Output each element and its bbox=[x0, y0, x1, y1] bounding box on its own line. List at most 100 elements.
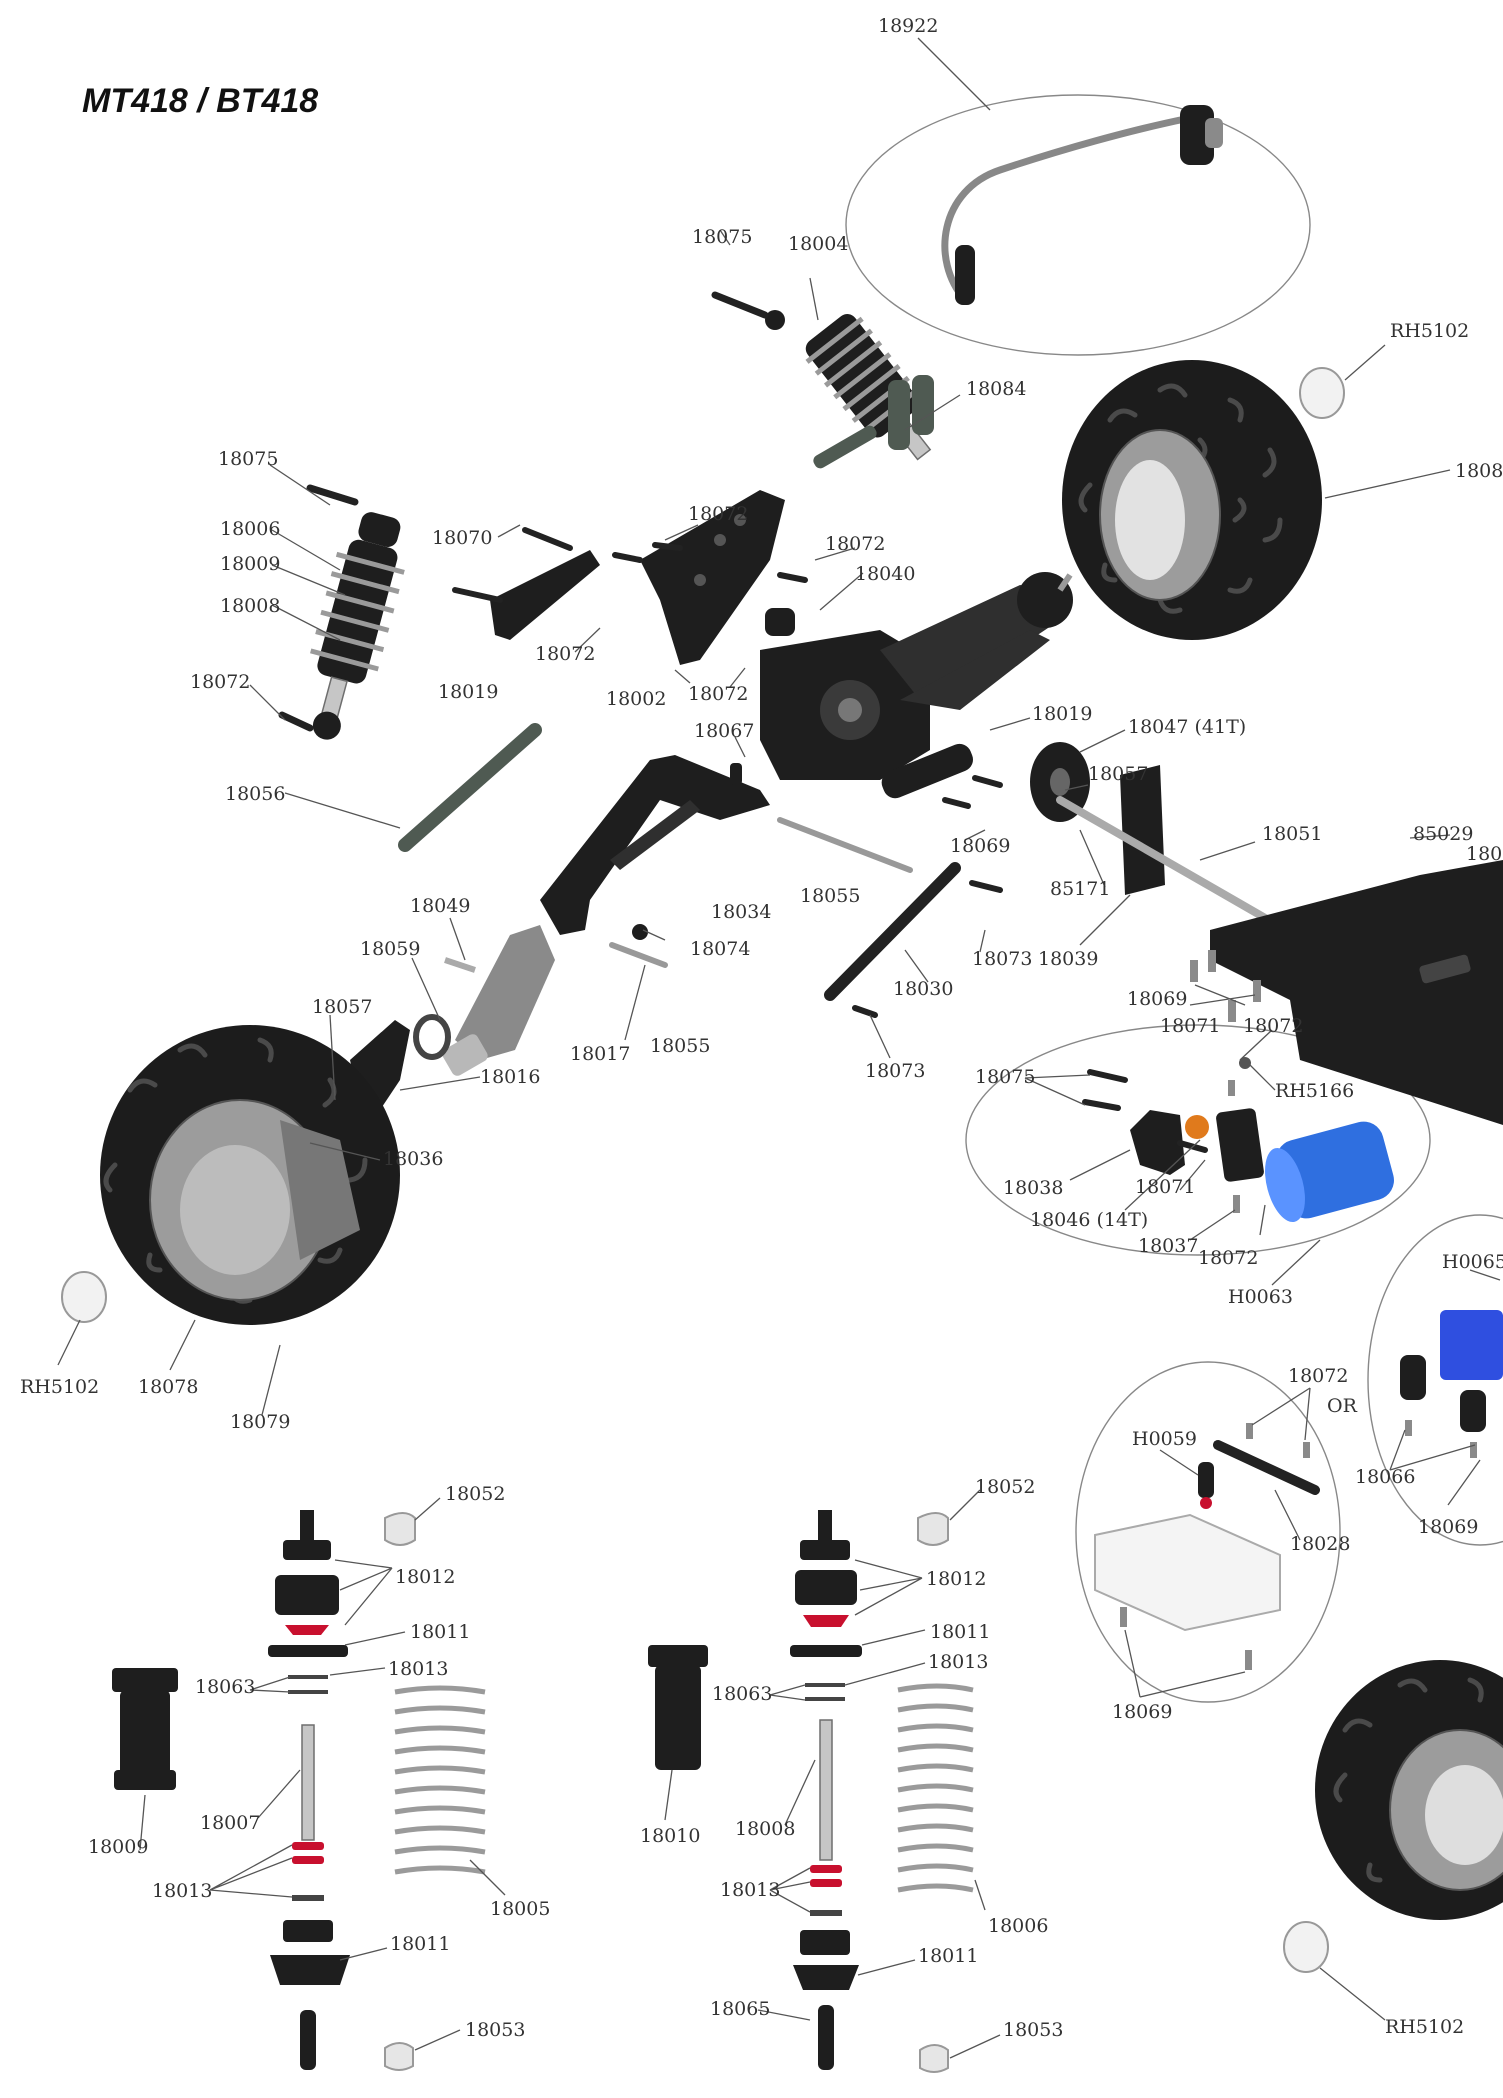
label-18036: 18036 bbox=[383, 1148, 443, 1170]
label-18074: 18074 bbox=[690, 938, 750, 960]
shock-spring-18006 bbox=[897, 1683, 974, 1893]
label-18055-mid: 18055 bbox=[800, 885, 860, 907]
screw-18074 bbox=[632, 924, 648, 940]
label-18072-d: 18072 bbox=[688, 683, 748, 705]
label-rh5166: RH5166 bbox=[1275, 1080, 1354, 1102]
label-18063-a: 18063 bbox=[195, 1676, 255, 1698]
shock-bushing bbox=[765, 310, 785, 330]
mounting-plate bbox=[1120, 765, 1165, 895]
label-18011-c: 18011 bbox=[930, 1621, 990, 1643]
label-18028: 18028 bbox=[1290, 1533, 1350, 1555]
screw bbox=[942, 797, 971, 809]
label-18017: 18017 bbox=[570, 1043, 630, 1065]
label-18008-b: 18008 bbox=[735, 1818, 795, 1840]
label-18002: 18002 bbox=[606, 688, 666, 710]
label-18030: 18030 bbox=[893, 978, 953, 1000]
label-18057-right: 18057 bbox=[1088, 763, 1148, 785]
label-18034: 18034 bbox=[711, 901, 771, 923]
shock-end-18052-a bbox=[384, 1512, 416, 1546]
shock-tower bbox=[640, 490, 785, 665]
front-wheel-left bbox=[100, 1025, 400, 1325]
label-18073-a: 18073 bbox=[972, 948, 1032, 970]
label-18011-b: 18011 bbox=[390, 1933, 450, 1955]
label-18072-b: 18072 bbox=[825, 533, 885, 555]
label-18013-c: 18013 bbox=[928, 1651, 988, 1673]
label-18013-d: 18013 bbox=[720, 1879, 780, 1901]
label-rh5102-top: RH5102 bbox=[1390, 320, 1469, 342]
label-18038: 18038 bbox=[1003, 1177, 1063, 1199]
label-18922: 18922 bbox=[878, 15, 938, 37]
steering-rod bbox=[398, 723, 542, 852]
label-18075-top: 18075 bbox=[692, 226, 752, 248]
wheel-nut-left bbox=[61, 1271, 107, 1323]
label-18004: 18004 bbox=[788, 233, 848, 255]
label-18067: 18067 bbox=[694, 720, 754, 742]
label-18040: 18040 bbox=[855, 563, 915, 585]
label-18072-left: 18072 bbox=[190, 671, 250, 693]
label-18009-b: 18009 bbox=[88, 1836, 148, 1858]
label-85029: 85029 bbox=[1413, 823, 1473, 845]
label-rh5102-bottom: RH5102 bbox=[1385, 2016, 1464, 2038]
label-18069-mid: 18069 bbox=[950, 835, 1010, 857]
label-18053-b: 18053 bbox=[1003, 2019, 1063, 2041]
steering-knuckle bbox=[442, 925, 555, 1076]
label-18072-a: 18072 bbox=[688, 503, 748, 525]
label-18071-b: 18071 bbox=[1135, 1176, 1195, 1198]
model-title: MT418 / BT418 bbox=[82, 82, 318, 120]
screw bbox=[1087, 1069, 1128, 1083]
label-18049: 18049 bbox=[410, 895, 470, 917]
screw bbox=[1120, 1607, 1127, 1627]
pin-18049 bbox=[444, 957, 476, 973]
label-18012-a: 18012 bbox=[395, 1566, 455, 1588]
screw bbox=[1470, 1442, 1477, 1458]
screw bbox=[1405, 1420, 1412, 1436]
gearbox-housing bbox=[760, 572, 1073, 780]
bearing-18059 bbox=[413, 1014, 451, 1060]
label-18037: 18037 bbox=[1138, 1235, 1198, 1257]
label-18047: 18047 (41T) bbox=[1128, 716, 1246, 738]
label-18039: 18039 bbox=[1038, 948, 1098, 970]
screw bbox=[1082, 1099, 1121, 1111]
steering-link bbox=[941, 105, 1223, 305]
motor-callout bbox=[965, 1024, 1431, 1256]
shock-explode-right bbox=[790, 1510, 862, 2070]
shock-spring-18005 bbox=[394, 1685, 486, 1875]
screw bbox=[972, 775, 1003, 788]
label-18075-motor: 18075 bbox=[975, 1066, 1035, 1088]
leader-lines bbox=[57, 37, 1501, 2059]
label-18019-left: 18019 bbox=[438, 681, 498, 703]
servo-mount bbox=[1460, 1390, 1486, 1432]
label-18072-f: 18072 bbox=[1198, 1247, 1258, 1269]
screw bbox=[1246, 1423, 1253, 1439]
label-18007: 18007 bbox=[200, 1812, 260, 1834]
label-18066: 18066 bbox=[1355, 1466, 1415, 1488]
shock-body-18009 bbox=[112, 1668, 178, 1790]
lower-suspension-arm bbox=[540, 755, 770, 935]
screw bbox=[652, 542, 683, 551]
label-18059: 18059 bbox=[360, 938, 420, 960]
motor bbox=[1265, 1121, 1394, 1222]
rear-wheel-bottom bbox=[1315, 1660, 1503, 1920]
label-18009-left: 18009 bbox=[220, 553, 280, 575]
label-rh5102-left: RH5102 bbox=[20, 1376, 99, 1398]
label-18081: 1808 bbox=[1455, 460, 1503, 482]
label-18069-c: 18069 bbox=[1418, 1516, 1478, 1538]
steering-link-callout bbox=[845, 94, 1311, 356]
screw bbox=[777, 572, 808, 583]
screw bbox=[612, 552, 643, 563]
hinge-pin bbox=[777, 817, 913, 873]
label-18075-left: 18075 bbox=[218, 448, 278, 470]
screw bbox=[969, 880, 1003, 893]
pin bbox=[730, 763, 742, 785]
label-1806x: 1806 bbox=[1466, 843, 1503, 865]
label-18079: 18079 bbox=[230, 1411, 290, 1433]
label-18008-left: 18008 bbox=[220, 595, 280, 617]
body-post-mount bbox=[813, 375, 934, 469]
shock-screw bbox=[711, 291, 769, 319]
screw bbox=[1233, 1195, 1240, 1213]
hinge-block bbox=[881, 743, 973, 799]
label-18069-d: 18069 bbox=[1112, 1701, 1172, 1723]
label-18055-low: 18055 bbox=[650, 1035, 710, 1057]
shock-end-18053-b bbox=[919, 2044, 949, 2073]
